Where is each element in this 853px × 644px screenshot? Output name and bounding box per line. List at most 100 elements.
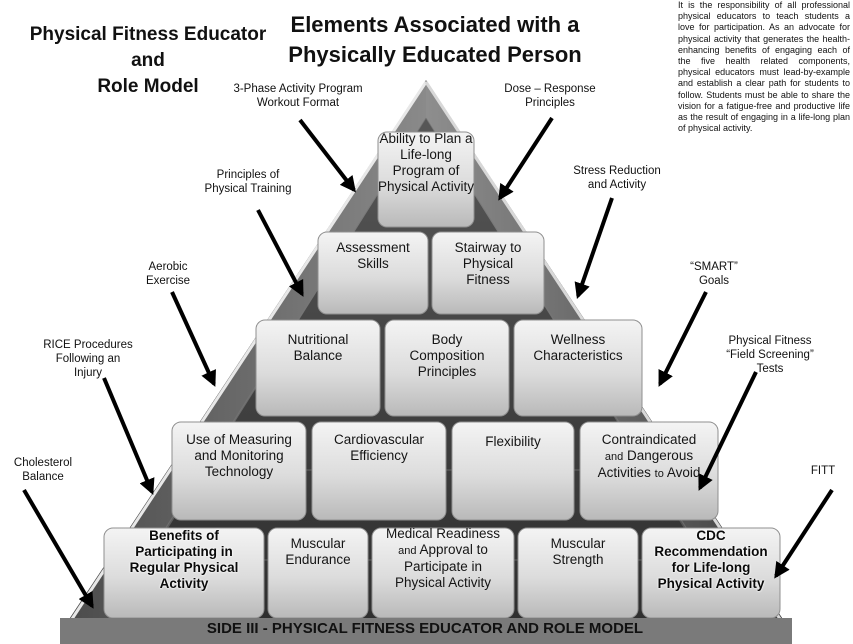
block-assessment-line2: Skills <box>357 256 389 271</box>
block-medical-line4: Physical Activity <box>394 575 492 590</box>
arrow-rice <box>102 377 155 495</box>
block-contra-line2: and Dangerous <box>580 448 718 465</box>
main-title-line2: Physically Educated Person <box>288 42 582 67</box>
responsibility-paragraph: It is the responsibility of all professi… <box>678 0 850 134</box>
block-body-line2: Composition <box>409 348 485 363</box>
block-nutritional-line2: Balance <box>293 348 343 363</box>
left-title: Physical Fitness Educator and Role Model <box>18 22 278 100</box>
arrow-stress <box>574 197 614 300</box>
arrow-cholesterol <box>22 488 94 609</box>
block-cardio-line2: Efficiency <box>350 448 408 463</box>
label-cholesterol-line2: Balance <box>22 471 64 483</box>
block-plan-line1: Ability to Plan a <box>379 131 473 146</box>
side-banner: SIDE III - PHYSICAL FITNESS EDUCATOR AND… <box>206 620 644 637</box>
block-contra-activities: Activities <box>597 465 651 480</box>
block-text-cdc: CDC Recommendation for Life-long Physica… <box>642 528 780 592</box>
block-medical-line1: Medical Readiness <box>385 526 501 541</box>
block-text-benefits: Benefits of Participating in Regular Phy… <box>104 528 264 592</box>
label-principles-training: Principles of Physical Training <box>178 168 318 196</box>
label-smart-line2: Goals <box>698 275 730 287</box>
block-medical-line2: and Approval to <box>372 542 514 559</box>
block-text-plan-program: Ability to Plan a Life-long Program of P… <box>372 131 480 195</box>
block-text-measuring: Use of Measuring and Monitoring Technolo… <box>172 432 306 480</box>
block-benefits-line1: Benefits of <box>149 528 219 543</box>
label-field-line2: “Field Screening” <box>726 349 814 361</box>
arrow-fitt <box>774 488 834 579</box>
block-row4-c <box>451 421 575 521</box>
label-rice: RICE Procedures Following an Injury <box>18 338 158 380</box>
left-title-line2: and <box>131 50 165 71</box>
block-plan-line3: Program of <box>392 163 460 178</box>
block-cdc-line4: Physical Activity <box>657 576 765 591</box>
label-cholesterol: Cholesterol Balance <box>0 456 86 484</box>
left-title-line1: Physical Fitness Educator <box>29 24 267 45</box>
block-plan-line4: Physical Activity <box>377 179 475 194</box>
block-row1 <box>377 131 475 228</box>
block-benefits-line2: Participating in <box>135 544 233 559</box>
block-strength-line2: Strength <box>552 552 604 567</box>
block-measuring-line1: Use of Measuring <box>186 432 292 447</box>
label-field-screening: Physical Fitness “Field Screening” Tests <box>700 334 840 376</box>
pyramid-blocks <box>103 131 781 619</box>
block-contra-line3: Activities to Avoid <box>580 465 718 482</box>
block-body-line3: Principles <box>417 364 477 379</box>
block-row4-b <box>311 421 447 521</box>
label-dose-line2: Principles <box>525 97 575 109</box>
label-fitt: FITT <box>810 465 836 477</box>
block-measuring-line2: and Monitoring <box>194 448 284 463</box>
main-title: Elements Associated with a Physically Ed… <box>270 10 600 70</box>
main-title-line1: Elements Associated with a <box>290 12 580 37</box>
arrow-aerobic <box>170 291 216 387</box>
block-benefits-line3: Regular Physical <box>129 560 239 575</box>
block-stairway-line3: Fitness <box>466 272 510 287</box>
block-medical-line3: Participate in <box>403 559 483 574</box>
block-nutritional-line1: Nutritional <box>287 332 349 347</box>
block-contra-line1: Contraindicated <box>601 432 697 447</box>
label-stress-line2: and Activity <box>587 179 647 191</box>
block-cdc-line3: for Life-long <box>671 560 751 575</box>
label-three-phase-line2: Workout Format <box>256 97 340 109</box>
arrow-smart <box>658 291 708 387</box>
block-row3-middle <box>384 319 510 417</box>
label-aerobic-line1: Aerobic <box>148 261 188 273</box>
label-dose-line1: Dose – Response <box>504 83 596 95</box>
left-title-line3: Role Model <box>97 76 199 97</box>
label-three-phase-line1: 3-Phase Activity Program <box>233 83 363 95</box>
block-wellness-line1: Wellness <box>550 332 606 347</box>
label-rice-line2: Following an <box>55 353 121 365</box>
label-aerobic-line2: Exercise <box>145 275 191 287</box>
block-row3-left <box>255 319 381 417</box>
block-endurance-line1: Muscular <box>290 536 346 551</box>
block-text-body-composition: Body Composition Principles <box>385 332 509 380</box>
label-smart-line1: “SMART” <box>690 261 738 273</box>
label-rice-line1: RICE Procedures <box>43 339 133 351</box>
label-field-line1: Physical Fitness <box>728 335 812 347</box>
block-cardio-line1: Cardiovascular <box>333 432 425 447</box>
label-smart-goals: “SMART” Goals <box>664 260 764 288</box>
block-medical-approval: Approval to <box>419 542 488 557</box>
block-assessment-line1: Assessment <box>336 240 410 255</box>
arrow-field <box>698 371 758 491</box>
block-stairway-line1: Stairway to <box>454 240 522 255</box>
block-text-medical-readiness: Medical Readiness and Approval to Partic… <box>372 526 514 591</box>
block-text-nutritional: Nutritional Balance <box>256 332 380 364</box>
arrow-three-phase <box>298 118 356 193</box>
block-cdc-line1: CDC <box>696 528 726 543</box>
arrows <box>22 116 834 609</box>
block-text-muscular-endurance: Muscular Endurance <box>268 536 368 568</box>
label-stress-reduction: Stress Reduction and Activity <box>552 164 682 192</box>
label-principles-line1: Principles of <box>216 169 280 181</box>
block-text-wellness: Wellness Characteristics <box>514 332 642 364</box>
block-row4-a <box>171 421 307 521</box>
block-text-cardiovascular: Cardiovascular Efficiency <box>312 432 446 464</box>
block-contra-avoid: Avoid <box>666 465 701 480</box>
block-body-line1: Body <box>431 332 463 347</box>
label-three-phase: 3-Phase Activity Program Workout Format <box>218 82 378 110</box>
base-banner-bar <box>60 618 792 644</box>
block-wellness-line2: Characteristics <box>533 348 623 363</box>
block-text-flexibility: Flexibility <box>485 434 541 449</box>
block-text-contraindicated: Contraindicated and Dangerous Activities… <box>580 432 718 482</box>
label-field-line3: Tests <box>756 363 784 375</box>
block-row4-d <box>579 421 719 521</box>
